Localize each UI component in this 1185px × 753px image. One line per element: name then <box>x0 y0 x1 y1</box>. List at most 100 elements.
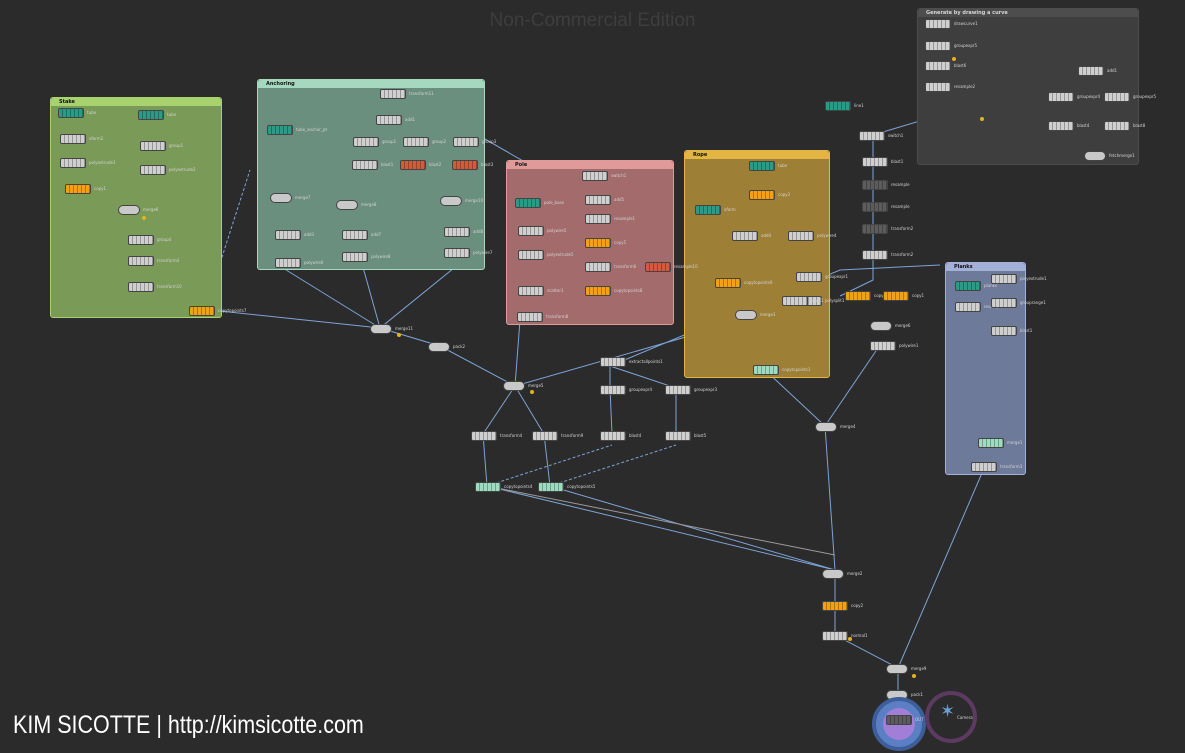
node-copytopoints8[interactable] <box>585 286 611 296</box>
node-copy1[interactable] <box>883 291 909 301</box>
node-add1[interactable] <box>376 115 402 125</box>
node-blast8[interactable] <box>1104 121 1130 131</box>
node-add4[interactable] <box>732 231 758 241</box>
node-transform11[interactable] <box>380 89 406 99</box>
node-tube[interactable] <box>58 108 84 118</box>
network-box-anchoring[interactable]: Anchoring <box>257 79 485 270</box>
node-add1[interactable] <box>1078 66 1104 76</box>
node-grouprange1[interactable] <box>991 298 1017 308</box>
node-polywire4[interactable] <box>788 231 814 241</box>
node-resample[interactable] <box>862 180 888 190</box>
node-transform9[interactable] <box>532 431 558 441</box>
network-box-title[interactable]: Planks <box>946 263 1025 271</box>
node-merge7[interactable] <box>270 193 292 203</box>
node-copytopoints7[interactable] <box>189 306 215 316</box>
node-line1[interactable] <box>825 101 851 111</box>
node-groupexpr5[interactable] <box>925 41 951 51</box>
node-blast5[interactable] <box>665 431 691 441</box>
node-copy1[interactable] <box>65 184 91 194</box>
network-box-title[interactable]: Stake <box>51 98 221 106</box>
node-scatter1[interactable] <box>518 286 544 296</box>
node-transform3[interactable] <box>971 462 997 472</box>
node-copy1[interactable] <box>845 291 871 301</box>
network-box-title[interactable]: Anchoring <box>258 80 484 88</box>
node-copy3[interactable] <box>749 190 775 200</box>
node-polywire1[interactable] <box>870 341 896 351</box>
node-polyextrude1[interactable] <box>60 158 86 168</box>
node-merge1[interactable] <box>978 438 1004 448</box>
node-merge9[interactable] <box>886 664 908 674</box>
node-polyextrude1[interactable] <box>991 274 1017 284</box>
node-copytopoints4[interactable] <box>475 482 501 492</box>
node-blast1[interactable] <box>862 157 888 167</box>
node-tube[interactable] <box>138 110 164 120</box>
node-merge5[interactable] <box>503 381 525 391</box>
node-merge8[interactable] <box>336 200 358 210</box>
node-copytopoints1[interactable] <box>753 365 779 375</box>
node-tube[interactable] <box>749 161 775 171</box>
node-groupexpr1[interactable] <box>796 272 822 282</box>
node-blast3[interactable] <box>452 160 478 170</box>
node-resample10[interactable] <box>645 262 671 272</box>
node-transform10[interactable] <box>128 282 154 292</box>
node-polywire8[interactable] <box>342 252 368 262</box>
node-group4[interactable] <box>128 235 154 245</box>
node-polyextrude5[interactable] <box>518 250 544 260</box>
node-groupexpr5[interactable] <box>1104 92 1130 102</box>
node-copytopoints5[interactable] <box>538 482 564 492</box>
node-merge4[interactable] <box>815 422 837 432</box>
node-add5[interactable] <box>585 195 611 205</box>
node-planks[interactable] <box>955 281 981 291</box>
node-groupexpr3[interactable] <box>665 385 691 395</box>
node-transform8[interactable] <box>517 312 543 322</box>
node-merge10[interactable] <box>440 196 462 206</box>
node-drawcurve1[interactable] <box>925 19 951 29</box>
node-groupexpr4[interactable] <box>1048 92 1074 102</box>
node-transform2[interactable] <box>862 250 888 260</box>
node-polywire7[interactable] <box>444 248 470 258</box>
node-copy2[interactable] <box>822 601 848 611</box>
node-blast1[interactable] <box>991 326 1017 336</box>
node-merge3[interactable] <box>735 310 757 320</box>
node-transform4[interactable] <box>471 431 497 441</box>
node-xform[interactable] <box>695 205 721 215</box>
node-transform2[interactable] <box>862 224 888 234</box>
node-group1[interactable] <box>353 137 379 147</box>
node-normal1[interactable] <box>822 631 848 641</box>
node-transform4[interactable] <box>128 256 154 266</box>
network-box-title[interactable]: Pole <box>507 161 673 169</box>
node-xform2[interactable] <box>60 134 86 144</box>
node-fetchmerge1[interactable] <box>1084 151 1106 161</box>
node-add7[interactable] <box>342 230 368 240</box>
node-blast1[interactable] <box>352 160 378 170</box>
node-resample1[interactable] <box>955 302 981 312</box>
node-group3[interactable] <box>453 137 479 147</box>
node-add3[interactable] <box>275 230 301 240</box>
node-resample[interactable] <box>862 202 888 212</box>
node-pole-base[interactable] <box>515 198 541 208</box>
network-box-title[interactable]: Generate by drawing a curve <box>918 9 1138 17</box>
network-box-title[interactable]: Rope <box>685 151 829 159</box>
node-blast4[interactable] <box>1048 121 1074 131</box>
node-camera[interactable]: ✶Camera <box>925 691 977 743</box>
node-blast1[interactable] <box>782 296 808 306</box>
node-extractallpoints1[interactable] <box>600 357 626 367</box>
node-copy5[interactable] <box>585 238 611 248</box>
node-merge11[interactable] <box>370 324 392 334</box>
network-box-rope[interactable]: Rope <box>684 150 830 378</box>
node-copytopoints6[interactable] <box>715 278 741 288</box>
node-polywire5[interactable] <box>518 226 544 236</box>
node-blast2[interactable] <box>400 160 426 170</box>
node-transform6[interactable] <box>585 262 611 272</box>
network-box-generate[interactable]: Generate by drawing a curve <box>917 8 1139 165</box>
node-tube-anchor-pt[interactable] <box>267 125 293 135</box>
node-merge6[interactable] <box>870 321 892 331</box>
node-polywire6[interactable] <box>275 258 301 268</box>
node-switch1[interactable] <box>859 131 885 141</box>
node-merge2[interactable] <box>822 569 844 579</box>
node-add8[interactable] <box>444 227 470 237</box>
node-polyextrude2[interactable] <box>140 165 166 175</box>
node-pack2[interactable] <box>428 342 450 352</box>
node-resample2[interactable] <box>925 82 951 92</box>
node-blast4[interactable] <box>600 431 626 441</box>
